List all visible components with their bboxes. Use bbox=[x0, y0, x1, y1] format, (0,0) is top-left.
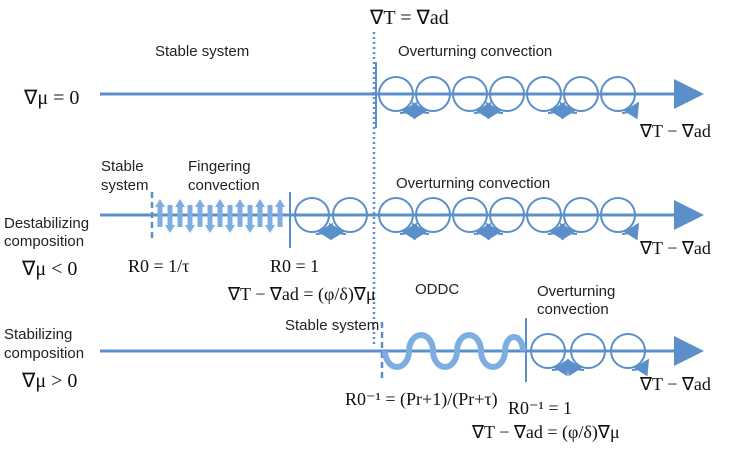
convection-cell bbox=[489, 197, 525, 233]
row2-fingering-label: convection bbox=[188, 177, 260, 194]
circulation-arrow-icon bbox=[621, 222, 640, 241]
finger-bar bbox=[267, 205, 273, 227]
circulation-arrow-icon bbox=[621, 101, 640, 120]
finger-bar bbox=[217, 205, 223, 227]
row3-left-label: Stabilizing bbox=[4, 326, 72, 343]
row1-left-label: ∇μ = 0 bbox=[23, 87, 79, 109]
convection-cell bbox=[563, 76, 599, 112]
row2-stable-label: Stable bbox=[101, 158, 144, 175]
convection-cell bbox=[378, 76, 414, 112]
circulation-arrow-icon bbox=[559, 222, 578, 241]
convection-cell bbox=[415, 76, 451, 112]
row3-threshold-2: R0⁻¹ = 1 bbox=[508, 398, 572, 418]
row3-axis-label: ∇T − ∇ad bbox=[639, 374, 711, 394]
finger-bar bbox=[237, 205, 243, 227]
circulation-arrow-icon bbox=[411, 101, 430, 120]
circulation-arrow-icon bbox=[551, 358, 570, 377]
row-stabilizing: Stabilizing composition ∇μ > 0 Stable sy… bbox=[4, 281, 711, 443]
row3-left-label: composition bbox=[4, 345, 84, 362]
row3-overturning-label: Overturning bbox=[537, 283, 615, 300]
circulation-arrow-icon bbox=[559, 101, 578, 120]
row1-axis-label: ∇T − ∇ad bbox=[639, 121, 711, 141]
row2-axis-label: ∇T − ∇ad bbox=[639, 238, 711, 258]
circulation-arrow-icon bbox=[485, 101, 504, 120]
oddc-wave bbox=[382, 332, 526, 370]
arrow-down-icon bbox=[265, 225, 275, 233]
convection-cell bbox=[526, 76, 562, 112]
row3-threshold-2-eq: ∇T − ∇ad = (φ/δ)∇μ bbox=[471, 422, 620, 443]
finger-bar bbox=[157, 205, 163, 227]
convection-cell bbox=[452, 76, 488, 112]
circulation-arrow-icon bbox=[411, 222, 430, 241]
convection-cell bbox=[332, 197, 368, 233]
arrow-down-icon bbox=[245, 225, 255, 233]
top-label: ∇T = ∇ad bbox=[369, 7, 449, 29]
finger-bar bbox=[177, 205, 183, 227]
arrow-up-icon bbox=[275, 199, 285, 207]
row3-stable-label: Stable system bbox=[285, 317, 379, 334]
arrow-down-icon bbox=[225, 225, 235, 233]
arrow-up-icon bbox=[255, 199, 265, 207]
row2-left-math: ∇μ < 0 bbox=[21, 258, 77, 280]
row3-oddc-label: ODDC bbox=[415, 281, 459, 298]
finger-bar bbox=[277, 205, 283, 227]
arrow-up-icon bbox=[155, 199, 165, 207]
row1-stable-label: Stable system bbox=[155, 43, 249, 60]
row2-stable-label: system bbox=[101, 177, 149, 194]
row2-threshold-1: R0 = 1/τ bbox=[128, 256, 189, 276]
row2-threshold-2: R0 = 1 bbox=[270, 256, 319, 276]
finger-bar bbox=[167, 205, 173, 227]
finger-bar bbox=[197, 205, 203, 227]
convection-cell bbox=[378, 197, 414, 233]
row2-overturning-label: Overturning convection bbox=[396, 175, 550, 192]
convection-cell bbox=[600, 76, 636, 112]
finger-bar bbox=[257, 205, 263, 227]
finger-bar bbox=[207, 205, 213, 227]
row-neutral: ∇μ = 0 Stable system Overturning convect… bbox=[23, 43, 711, 141]
convection-cell bbox=[294, 197, 330, 233]
convection-cell bbox=[600, 197, 636, 233]
row3-threshold-1: R0⁻¹ = (Pr+1)/(Pr+τ) bbox=[345, 389, 498, 410]
convection-cell bbox=[610, 333, 646, 369]
circulation-arrow-icon bbox=[566, 358, 585, 377]
arrow-down-icon bbox=[185, 225, 195, 233]
row1-overturning-label: Overturning convection bbox=[398, 43, 552, 60]
row3-overturning-label: convection bbox=[537, 301, 609, 318]
circulation-arrow-icon bbox=[485, 222, 504, 241]
convection-cell bbox=[415, 197, 451, 233]
convection-cell bbox=[563, 197, 599, 233]
convection-cell bbox=[489, 76, 525, 112]
row2-threshold-2-eq: ∇T − ∇ad = (φ/δ)∇μ bbox=[227, 284, 376, 305]
arrow-up-icon bbox=[235, 199, 245, 207]
finger-bar bbox=[247, 205, 253, 227]
circulation-arrow-icon bbox=[631, 358, 650, 377]
arrow-up-icon bbox=[175, 199, 185, 207]
row2-left-label: composition bbox=[4, 233, 84, 250]
circulation-arrow-icon bbox=[328, 222, 347, 241]
convection-cell bbox=[452, 197, 488, 233]
arrow-down-icon bbox=[165, 225, 175, 233]
row-destabilizing: Destabilizing composition ∇μ < 0 Stable … bbox=[4, 158, 711, 305]
arrow-up-icon bbox=[215, 199, 225, 207]
row3-left-math: ∇μ > 0 bbox=[21, 370, 77, 392]
finger-bar bbox=[227, 205, 233, 227]
arrow-up-icon bbox=[195, 199, 205, 207]
arrow-down-icon bbox=[205, 225, 215, 233]
convection-cell bbox=[530, 333, 566, 369]
row2-fingering-label: Fingering bbox=[188, 158, 251, 175]
convection-cell bbox=[570, 333, 606, 369]
row2-left-label: Destabilizing bbox=[4, 215, 89, 232]
convection-cell bbox=[526, 197, 562, 233]
finger-bar bbox=[187, 205, 193, 227]
